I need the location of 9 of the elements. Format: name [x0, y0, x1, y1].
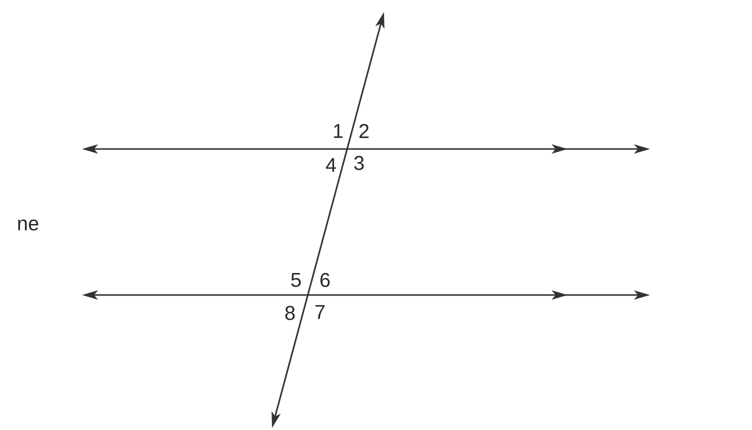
angle-number: 6 — [320, 272, 330, 288]
angle-number: 1 — [334, 124, 343, 138]
angle-number: 3 — [354, 156, 364, 170]
angle-number: 5 — [291, 273, 301, 287]
angle-number: 2 — [359, 124, 369, 138]
angle-number: 8 — [285, 306, 295, 320]
angle-number: 7 — [315, 305, 325, 319]
text-fragment: ne — [18, 220, 38, 230]
angle-number: 4 — [326, 158, 336, 172]
